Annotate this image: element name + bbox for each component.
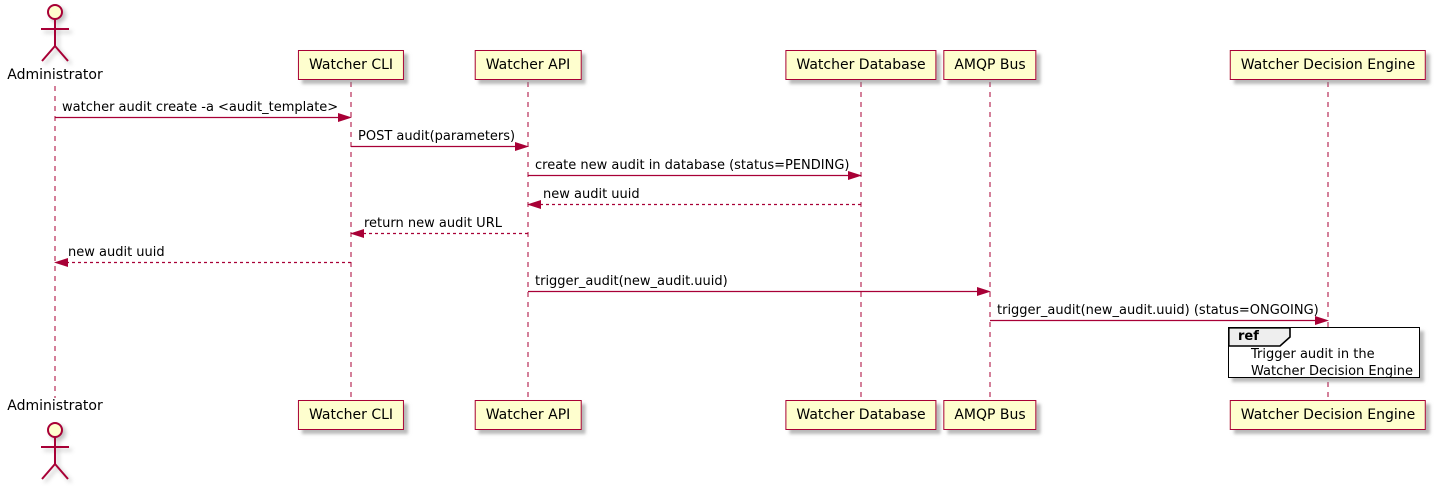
- participant-amqp-bus: AMQP Bus: [943, 50, 1037, 80]
- actor-label-administrator: Administrator: [7, 67, 103, 83]
- ref-text-line-1: Trigger audit in the: [1251, 347, 1375, 362]
- arrow-msg-5: [350, 229, 528, 238]
- lifelines: [54, 82, 1329, 400]
- ref-text: Trigger audit in the Watcher Decision En…: [1251, 346, 1413, 380]
- participant-watcher-database-bottom: Watcher Database: [785, 400, 937, 430]
- ref-text-line-2: Watcher Decision Engine: [1251, 364, 1413, 379]
- arrow-msg-1: [55, 113, 352, 122]
- message-label-6: new audit uuid: [68, 245, 165, 260]
- message-arrows: [54, 113, 1329, 325]
- message-label-5: return new audit URL: [364, 216, 502, 231]
- ref-fragment: ref Trigger audit in the Watcher Decisio…: [1228, 327, 1420, 380]
- participant-watcher-decision-engine-bottom: Watcher Decision Engine: [1229, 400, 1427, 430]
- participant-watcher-cli-bottom: Watcher CLI: [297, 400, 405, 430]
- message-label-8: trigger_audit(new_audit.uuid) (status=ON…: [997, 303, 1319, 318]
- message-label-1: watcher audit create -a <audit_template>: [62, 100, 339, 115]
- arrow-msg-2: [351, 142, 529, 151]
- ref-keyword: ref: [1238, 329, 1259, 344]
- message-label-2: POST audit(parameters): [358, 129, 516, 144]
- arrow-msg-4: [527, 200, 861, 209]
- message-label-3: create new audit in database (status=PEN…: [535, 158, 850, 173]
- participant-amqp-bus-bottom: AMQP Bus: [943, 400, 1037, 430]
- arrow-msg-6: [54, 258, 351, 267]
- arrow-msg-8: [990, 316, 1329, 325]
- arrow-msg-7: [528, 287, 991, 296]
- ref-header-shape: [1228, 327, 1291, 347]
- participant-watcher-decision-engine: Watcher Decision Engine: [1229, 50, 1427, 80]
- actor-icon: [41, 422, 69, 480]
- participant-watcher-database: Watcher Database: [785, 50, 937, 80]
- arrow-msg-3: [528, 171, 862, 180]
- participant-watcher-cli: Watcher CLI: [297, 50, 405, 80]
- participant-watcher-api-bottom: Watcher API: [474, 400, 582, 430]
- message-label-4: new audit uuid: [543, 187, 640, 202]
- message-label-7: trigger_audit(new_audit.uuid): [535, 274, 728, 289]
- actor-icon: [41, 4, 69, 62]
- actor-label-administrator-bottom: Administrator: [7, 398, 103, 414]
- participant-watcher-api: Watcher API: [474, 50, 582, 80]
